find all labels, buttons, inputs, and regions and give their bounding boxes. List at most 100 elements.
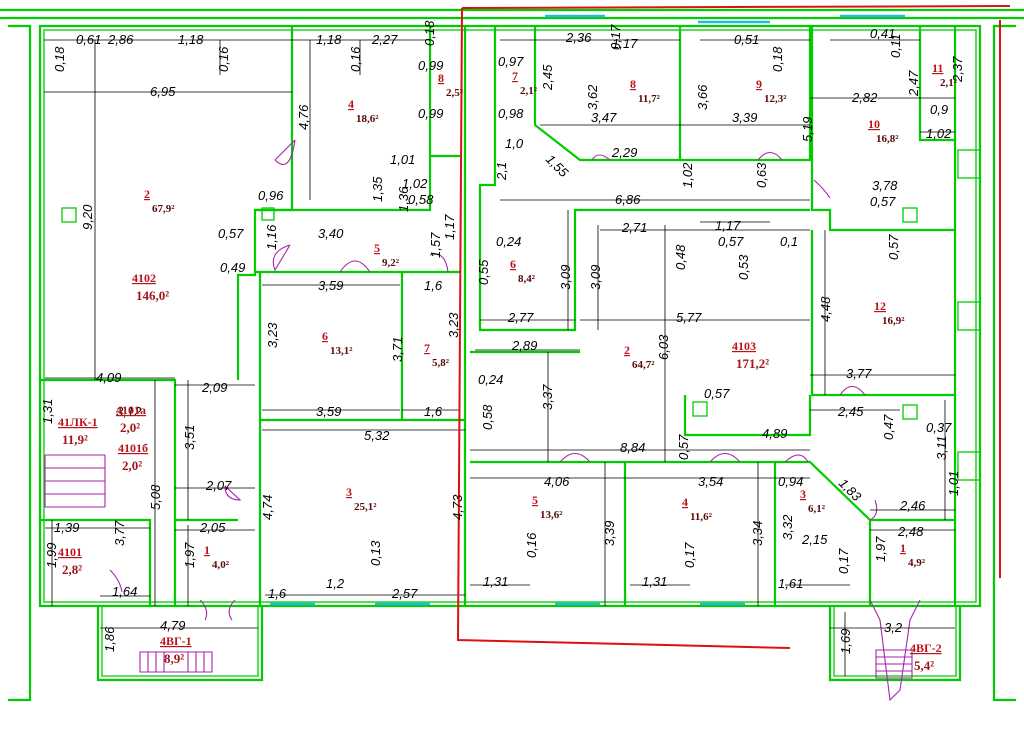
room-number: 8: [438, 71, 444, 85]
dimension-label: 6,03: [656, 334, 671, 360]
dimension-label: 4,73: [450, 494, 465, 520]
dimension-label: 0,94: [778, 474, 803, 489]
dimension-label: 0,18: [770, 46, 785, 72]
dimension-label: 5,08: [148, 484, 163, 510]
room-area: 5,8²: [432, 357, 450, 369]
room-area: 16,8²: [876, 133, 899, 145]
room-8: 811,7²: [630, 77, 661, 105]
room-area: 2,1²: [520, 85, 538, 97]
room-area: 4,9²: [908, 557, 926, 569]
dimension-label: 3,12: [116, 404, 142, 419]
room-area: 4,0²: [212, 559, 230, 571]
dimension-label: 4,06: [544, 474, 570, 489]
dimension-label: 3,11: [934, 436, 949, 460]
dimension-label: 0,57: [870, 194, 896, 209]
dimension-label: 0,57: [676, 434, 691, 460]
dimension-label: 0,16: [216, 46, 231, 72]
dimension-label: 1,01: [390, 152, 415, 167]
unit-41ЛК-1: 41ЛК-111,9²: [58, 415, 98, 447]
room-number: 1: [900, 541, 906, 555]
dimension-label: 0,99: [418, 106, 443, 121]
dimension-label: 0,24: [478, 372, 503, 387]
dimension-label: 4,09: [96, 370, 121, 385]
dimension-label: 0,1: [780, 234, 798, 249]
room-6: 68,4²: [510, 257, 536, 285]
unit-area: 146,0²: [136, 288, 169, 303]
stairs: [44, 454, 913, 679]
dimension-label: 0,55: [476, 259, 491, 285]
dimension-label: 1,17: [442, 214, 457, 240]
room-area: 64,7²: [632, 359, 655, 371]
room-number: 7: [424, 341, 430, 355]
dimension-label: 0,63: [754, 162, 769, 188]
dimension-label: 2,47: [906, 70, 921, 97]
dimension-label: 2,46: [899, 498, 926, 513]
dimension-label: 3,62: [585, 84, 600, 110]
room-5: 59,2²: [374, 241, 400, 269]
dimension-label: 3,40: [318, 226, 344, 241]
dimension-label: 3,2: [884, 620, 903, 635]
dimension-label: 1,36: [396, 186, 411, 212]
windows: [270, 14, 981, 606]
unit-id: 4102: [132, 271, 156, 285]
dimension-label: 3,09: [588, 265, 603, 290]
dimension-label: 1,17: [715, 218, 741, 233]
dimension-label: 0,99: [418, 58, 443, 73]
dimension-label: 4,79: [160, 618, 185, 633]
dimension-label: 2,07: [205, 478, 232, 493]
dimension-label: 3,37: [540, 384, 555, 410]
dimension-lines: [44, 39, 955, 676]
dimension-label: 2,1: [494, 162, 509, 181]
dimension-label: 0,41: [870, 26, 895, 41]
dimension-label: 0,17: [682, 542, 697, 568]
dimension-label: 0,37: [926, 420, 952, 435]
room-area: 25,1²: [354, 501, 377, 513]
room-number: 3: [800, 487, 806, 501]
room-2: 264,7²: [624, 343, 655, 371]
unit-4102: 4102 146,0²: [132, 271, 169, 303]
dimension-label: 0,53: [736, 254, 751, 280]
dimension-label: 5,77: [676, 310, 702, 325]
dimension-label: 0,98: [498, 106, 524, 121]
room-area: 11,6²: [690, 511, 713, 523]
room-number: 5: [374, 241, 380, 255]
dimension-label: 0,13: [368, 540, 383, 566]
dimension-label: 0,24: [496, 234, 521, 249]
room-number: 7: [512, 69, 518, 83]
dimension-label: 1,83: [836, 476, 865, 505]
dimension-label: 0,17: [608, 24, 623, 50]
dimension-label: 3,59: [316, 404, 341, 419]
dimension-label: 2,05: [199, 520, 226, 535]
dimension-label: 1,69: [838, 629, 853, 654]
dimension-label: 1,6: [268, 586, 287, 601]
dimension-label: 9,20: [80, 204, 95, 230]
room-number: 5: [532, 493, 538, 507]
dimension-label: 3,54: [698, 474, 723, 489]
unit-id: 4ВГ-2: [910, 641, 942, 655]
dimension-label: 0,96: [258, 188, 284, 203]
room-11: 112,1²: [932, 61, 958, 89]
room-4: 418,6²: [348, 97, 379, 125]
dimension-label: 1,02: [402, 176, 428, 191]
room-number: 1: [204, 543, 210, 557]
room-number: 12: [874, 299, 886, 313]
room-1: 14,9²: [900, 541, 926, 569]
dimension-label: 1,61: [778, 576, 803, 591]
dimension-label: 5,32: [364, 428, 390, 443]
room-number: 6: [322, 329, 328, 343]
dimension-label: 2,09: [201, 380, 227, 395]
dimension-label: 3,34: [750, 521, 765, 546]
unit-4ВГ-1: 4ВГ-18,9²: [160, 634, 192, 666]
dimension-label: 0,57: [704, 386, 730, 401]
room-number: 6: [510, 257, 516, 271]
dimension-label: 0,57: [886, 234, 901, 260]
dimension-label: 2,37: [950, 56, 965, 83]
dimension-label: 4,74: [260, 495, 275, 520]
dimension-label: 1,97: [873, 536, 888, 562]
unit-area: 2,8²: [62, 562, 82, 577]
room-area: 13,1²: [330, 345, 353, 357]
dimension-label: 3,39: [602, 521, 617, 546]
